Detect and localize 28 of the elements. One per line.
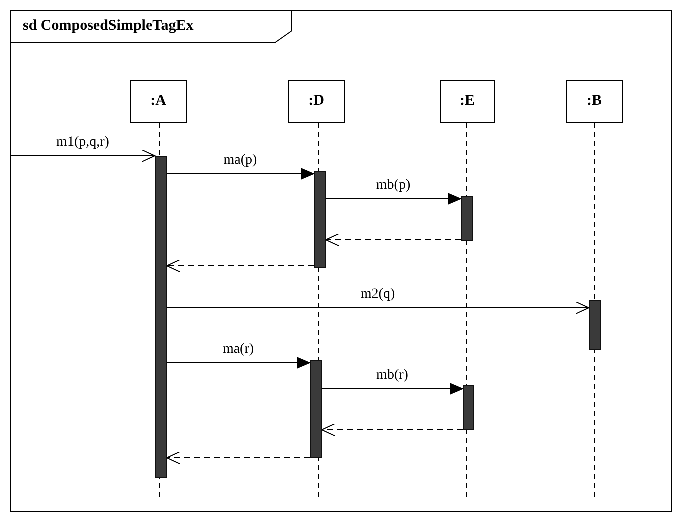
activation-bar xyxy=(461,196,473,241)
activation-bar xyxy=(463,385,474,430)
message-arrow xyxy=(166,168,315,180)
return-arrow xyxy=(166,260,314,272)
return-arrow xyxy=(326,234,462,246)
activation-bar xyxy=(310,360,322,458)
diagram-frame xyxy=(10,10,672,512)
activation-bar xyxy=(589,300,601,350)
edge-label: mb(r) xyxy=(374,368,410,384)
lifeline-head: :D xyxy=(288,80,345,123)
return-arrow xyxy=(322,424,464,436)
lifeline-head: :A xyxy=(130,80,187,123)
message-arrow xyxy=(166,357,311,369)
message-arrow xyxy=(166,302,590,314)
message-arrow xyxy=(322,383,464,395)
edge-label: mb(p) xyxy=(374,178,413,194)
edge-label: ma(r) xyxy=(220,342,256,358)
edge-label: m2(q) xyxy=(358,287,398,303)
edge-label: m1(p,q,r) xyxy=(54,135,112,151)
message-arrow xyxy=(10,150,156,162)
activation-bar xyxy=(155,156,167,478)
edge-label: ma(p) xyxy=(222,153,260,169)
return-arrow xyxy=(166,452,310,464)
diagram-title: sd ComposedSimpleTagEx xyxy=(23,18,194,35)
activation-bar xyxy=(314,171,326,268)
lifeline-head: :E xyxy=(440,80,495,123)
lifeline-head: :B xyxy=(566,80,623,123)
message-arrow xyxy=(326,193,462,205)
